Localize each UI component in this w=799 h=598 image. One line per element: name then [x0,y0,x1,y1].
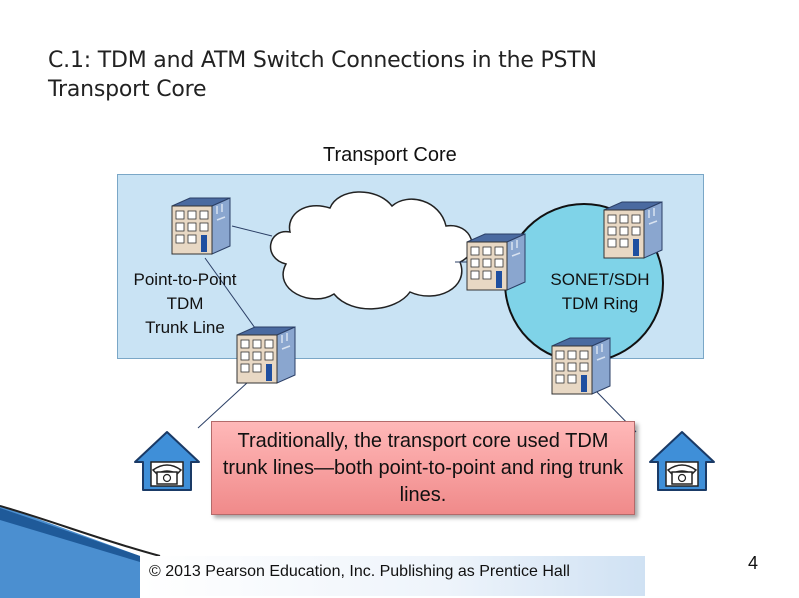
point-to-point-label-line-2: TDM [166,294,204,313]
house-telephone-icon [649,431,715,491]
ring-label-line-2: TDM Ring [561,294,639,313]
building-icon [551,337,611,395]
building-icon [603,201,663,259]
callout-text: Traditionally, the transport core used T… [222,429,624,506]
point-to-point-label-line-3: Trunk Line [145,318,225,337]
transport-core-label: Transport Core [323,144,457,166]
point-to-point-label-line-1: Point-to-Point [133,270,237,289]
cloud-icon [269,191,473,310]
link-bldg1-cloud [231,225,273,237]
slide-title-line-1: C.1: TDM and ATM Switch Connections in t… [48,48,597,73]
building-icon [466,233,526,291]
house-telephone-icon [134,431,200,491]
decorative-swoosh [0,505,161,598]
point-to-point-label: Point-to-Point TDM Trunk Line [110,268,260,340]
link-bldg1-bldg2 [204,257,261,336]
footer-copyright: © 2013 Pearson Education, Inc. Publishin… [142,556,645,596]
link-bldg2-house [197,381,249,429]
callout-box: Traditionally, the transport core used T… [211,421,635,515]
slide-title: C.1: TDM and ATM Switch Connections in t… [48,46,597,104]
building-icon [171,197,231,255]
page-number: 4 [748,553,759,573]
slide-title-line-2: Transport Core [48,77,207,102]
ring-label: SONET/SDH TDM Ring [520,268,680,316]
ring-label-line-1: SONET/SDH [550,270,650,289]
